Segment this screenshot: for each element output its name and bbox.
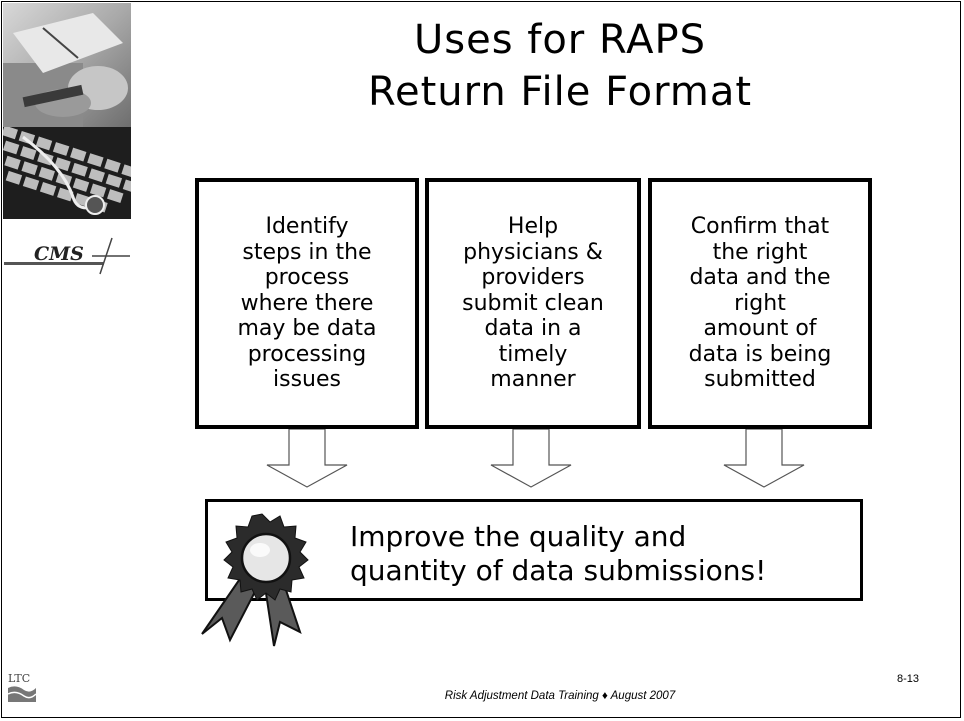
result-box: Improve the quality and quantity of data…: [205, 499, 863, 601]
box-line: Identify: [265, 214, 349, 240]
title-line-2: Return File Format: [367, 69, 753, 115]
ltc-logo-text: LTC: [8, 672, 30, 685]
award-ribbon-icon: [201, 513, 309, 647]
result-line-1: Improve the quality and: [350, 520, 687, 553]
box-line: where there: [240, 290, 374, 316]
box-line: issues: [273, 367, 341, 393]
box-line: the right: [712, 239, 808, 265]
box-line: Confirm that: [690, 214, 830, 240]
box-line: steps in the: [242, 239, 372, 265]
down-arrow-icon: [266, 429, 348, 488]
box-line: may be data: [237, 316, 377, 342]
down-arrow-icon: [723, 429, 805, 488]
slide-title: Uses for RAPS Return File Format: [280, 14, 840, 118]
box-line: right: [734, 290, 786, 316]
step-box-help: Help physicians & providers submit clean…: [425, 178, 641, 429]
box-line: providers: [481, 265, 585, 291]
step-box-identify: Identify steps in the process where ther…: [195, 178, 419, 429]
box-line: data in a: [484, 316, 582, 342]
box-line: timely: [498, 341, 568, 367]
page-number: 8-13: [897, 673, 920, 685]
step-box-confirm: Confirm that the right data and the righ…: [648, 178, 872, 429]
down-arrow-icon: [490, 429, 572, 488]
box-line: data and the: [689, 265, 831, 291]
box-line: manner: [490, 367, 576, 393]
footer-text: Risk Adjustment Data Training ♦ August 2…: [444, 690, 676, 702]
box-line: processing: [247, 341, 367, 367]
result-line-2: quantity of data submissions!: [350, 554, 767, 587]
cms-logo: CMS: [4, 236, 136, 276]
cms-logo-text: CMS: [34, 243, 84, 265]
box-line: data is being: [688, 341, 832, 367]
box-line: submit clean: [462, 290, 604, 316]
box-line: submitted: [704, 367, 816, 393]
ltc-logo: LTC: [6, 670, 38, 706]
hands-writing-photo: [3, 3, 131, 127]
box-line: Help: [507, 214, 559, 240]
box-line: amount of: [703, 316, 817, 342]
stethoscope-keyboard-photo: [3, 127, 131, 219]
box-line: process: [264, 265, 350, 291]
title-line-1: Uses for RAPS: [413, 17, 707, 63]
box-line: physicians &: [463, 239, 603, 265]
